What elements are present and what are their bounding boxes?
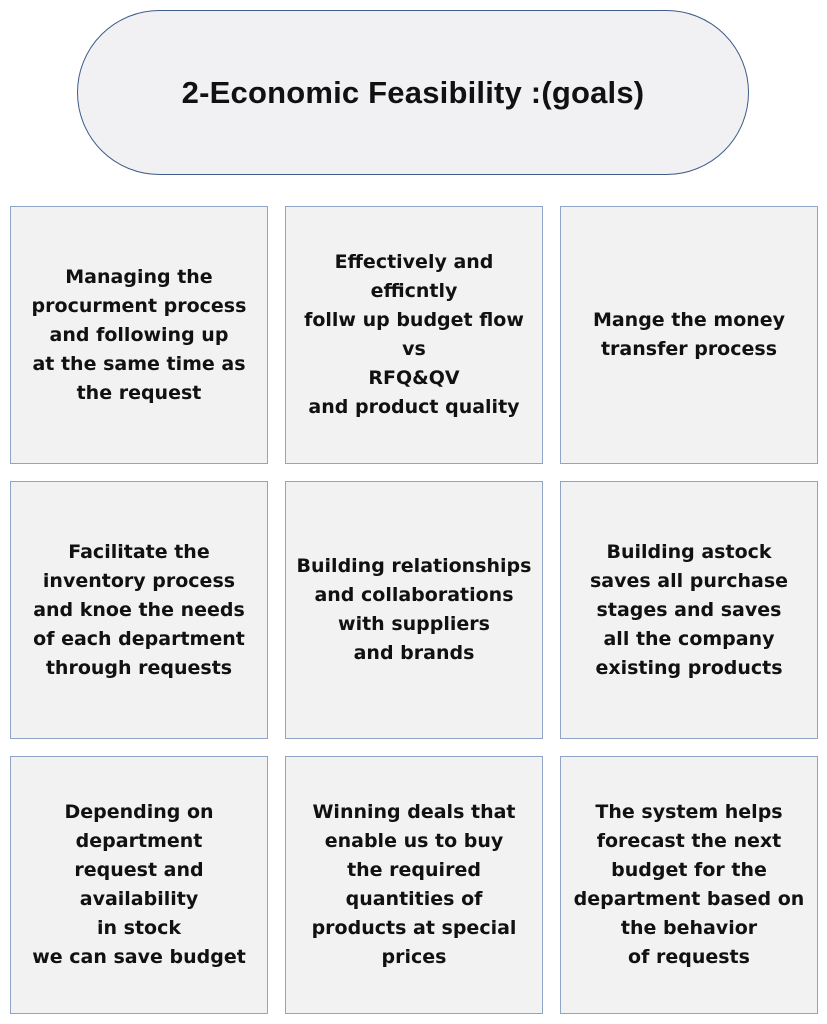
goal-text: Effectively and efficntly follw up budge… [304, 251, 524, 418]
goal-text: Depending on department request and avai… [32, 801, 246, 968]
goal-text: Facilitate the inventory process and kno… [33, 540, 245, 679]
goal-box-save-budget: Depending on department request and avai… [10, 756, 268, 1014]
diagram-title: 2-Economic Feasibility :(goals) [181, 74, 645, 110]
goal-box-stock: Building astock saves all purchase stage… [560, 481, 818, 739]
goal-box-deals: Winning deals that enable us to buy the … [285, 756, 543, 1014]
goal-box-inventory: Facilitate the inventory process and kno… [10, 481, 268, 739]
goals-grid: Managing the procurment process and foll… [10, 206, 818, 1014]
goal-box-budget-flow: Effectively and efficntly follw up budge… [285, 206, 543, 464]
goal-box-relationships: Building relationships and collaboration… [285, 481, 543, 739]
goal-text: Winning deals that enable us to buy the … [311, 801, 517, 968]
goal-text: Mange the money transfer process [592, 309, 786, 360]
goal-text: Building relationships and collaboration… [296, 555, 532, 664]
goal-box-procurement: Managing the procurment process and foll… [10, 206, 268, 464]
goal-box-money-transfer: Mange the money transfer process [560, 206, 818, 464]
goal-text: Building astock saves all purchase stage… [589, 540, 789, 679]
goal-text: The system helps forecast the next budge… [573, 801, 805, 968]
goal-text: Managing the procurment process and foll… [31, 265, 247, 404]
title-pill: 2-Economic Feasibility :(goals) [77, 10, 749, 175]
goal-box-forecast: The system helps forecast the next budge… [560, 756, 818, 1014]
